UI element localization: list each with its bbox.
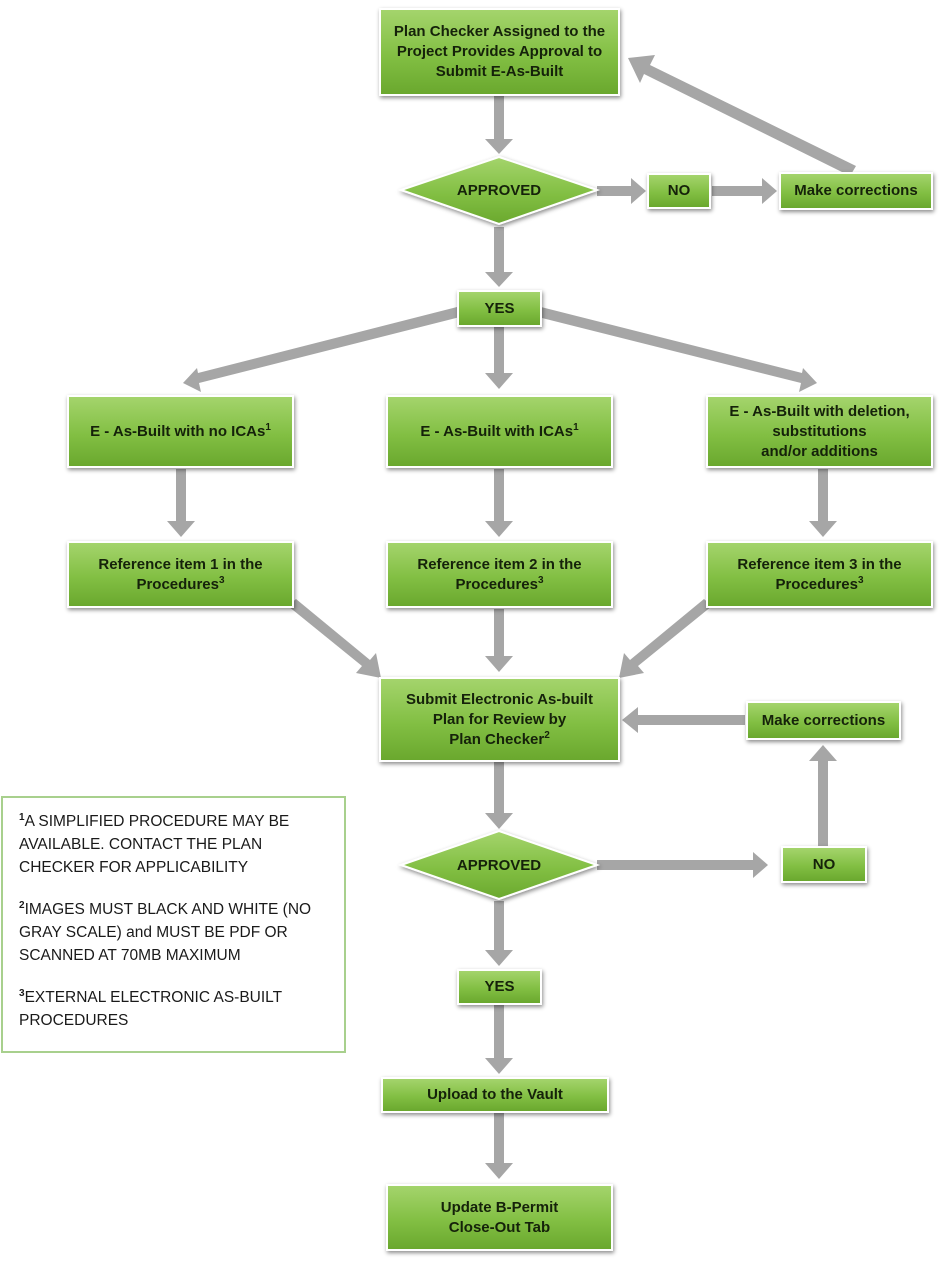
no-1-box: NO: [647, 173, 711, 209]
upload-vault-label: Upload to the Vault: [427, 1086, 563, 1103]
update-permit-box: Update B-Permit Close-Out Tab: [386, 1184, 613, 1251]
reference-3-label: Reference item 3 in the Procedures: [737, 555, 902, 593]
footnote-1-marker: 1: [19, 811, 25, 823]
arrow-no2-to-corrections2: [809, 745, 837, 847]
footnote-1-text: A SIMPLIFIED PROCEDURE MAY BE AVAILABLE.…: [19, 813, 290, 876]
update-permit-label: Update B-Permit Close-Out Tab: [440, 1198, 559, 1236]
arrow-no-icas-to-ref1: [167, 469, 195, 537]
approved-2-label: APPROVED: [456, 856, 542, 874]
footnote-1: 1A SIMPLIFIED PROCEDURE MAY BE AVAILABLE…: [19, 810, 334, 879]
arrow-deletion-to-ref3: [809, 469, 837, 537]
reference-2-footnote-ref: 3: [537, 574, 544, 586]
arrow-approved-to-yes: [485, 227, 513, 287]
approved-1-label: APPROVED: [456, 182, 542, 199]
no-icas-footnote-ref: 1: [265, 421, 271, 433]
no-2-label: NO: [812, 855, 836, 873]
reference-1-box: Reference item 1 in the Procedures3: [67, 541, 294, 608]
arrow-yes-to-deletion: [538, 307, 817, 392]
arrow-yes2-to-upload: [485, 1005, 513, 1074]
footnote-2: 2IMAGES MUST BLACK AND WHITE (NO GRAY SC…: [19, 898, 334, 967]
arrow-no-to-corrections: [712, 178, 777, 204]
no-icas-label: E - As-Built with no ICAs: [90, 422, 266, 440]
upload-vault-box: Upload to the Vault: [381, 1077, 609, 1113]
arrow-yes-to-icas: [485, 327, 513, 389]
with-icas-box: E - As-Built with ICAs1: [386, 395, 613, 468]
plan-checker-approval-label: Plan Checker Assigned to the Project Pro…: [393, 23, 606, 80]
yes-1-box: YES: [457, 290, 542, 327]
yes-1-label: YES: [484, 299, 515, 317]
footnotes-panel: 1A SIMPLIFIED PROCEDURE MAY BE AVAILABLE…: [1, 796, 346, 1053]
with-icas-footnote-ref: 1: [573, 421, 579, 433]
make-corrections-1-box: Make corrections: [779, 172, 933, 210]
reference-3-box: Reference item 3 in the Procedures3: [706, 541, 933, 608]
yes-2-label: YES: [484, 978, 515, 995]
arrow-yes-to-no-icas: [183, 307, 460, 392]
footnote-2-marker: 2: [19, 899, 25, 911]
approved-1-decision: APPROVED: [401, 157, 597, 224]
yes-2-box: YES: [457, 969, 542, 1005]
no-2-box: NO: [781, 846, 867, 883]
arrow-approved2-to-yes2: [485, 901, 513, 966]
deletion-label: E - As-Built with deletion, substitution…: [729, 402, 910, 460]
arrow-submit-to-approved2: [485, 762, 513, 829]
reference-3-footnote-ref: 3: [857, 574, 864, 586]
arrow-plan-to-approved: [485, 96, 513, 154]
arrow-approved-to-no: [597, 178, 646, 204]
make-corrections-2-label: Make corrections: [761, 711, 886, 729]
footnote-2-text: IMAGES MUST BLACK AND WHITE (NO GRAY SCA…: [19, 901, 312, 964]
reference-1-footnote-ref: 3: [218, 574, 225, 586]
approved-2-decision: APPROVED: [401, 831, 597, 899]
arrow-approved2-to-no2: [597, 852, 768, 878]
reference-2-box: Reference item 2 in the Procedures3: [386, 541, 613, 608]
arrow-corrections2-to-submit: [622, 707, 745, 733]
arrow-upload-to-update: [485, 1113, 513, 1179]
submit-box: Submit Electronic As-built Plan for Revi…: [379, 677, 620, 762]
no-1-label: NO: [667, 182, 691, 199]
make-corrections-2-box: Make corrections: [746, 701, 901, 740]
submit-label: Submit Electronic As-built Plan for Revi…: [406, 690, 593, 748]
make-corrections-1-label: Make corrections: [794, 182, 918, 199]
reference-1-label: Reference item 1 in the Procedures: [98, 555, 263, 593]
no-icas-box: E - As-Built with no ICAs1: [67, 395, 294, 468]
footnote-3-text: EXTERNAL ELECTRONIC AS-BUILT PROCEDURES: [19, 989, 282, 1029]
arrow-ref2-to-submit: [485, 609, 513, 672]
arrow-ref3-to-submit: [619, 599, 712, 678]
approved-2-diamond-shape: [397, 829, 601, 901]
footnote-3: 3EXTERNAL ELECTRONIC AS-BUILT PROCEDURES: [19, 986, 334, 1032]
plan-checker-approval-box: Plan Checker Assigned to the Project Pro…: [379, 8, 620, 96]
arrow-ref1-to-submit: [288, 599, 381, 678]
submit-footnote-ref: 2: [544, 729, 550, 741]
arrow-corrections-to-plan: [628, 55, 856, 176]
footnote-3-marker: 3: [19, 987, 25, 999]
approved-1-diamond-shape: [397, 155, 601, 226]
arrow-icas-to-ref2: [485, 469, 513, 537]
reference-2-label: Reference item 2 in the Procedures: [417, 555, 582, 593]
deletion-box: E - As-Built with deletion, substitution…: [706, 395, 933, 468]
with-icas-label: E - As-Built with ICAs: [420, 422, 574, 440]
